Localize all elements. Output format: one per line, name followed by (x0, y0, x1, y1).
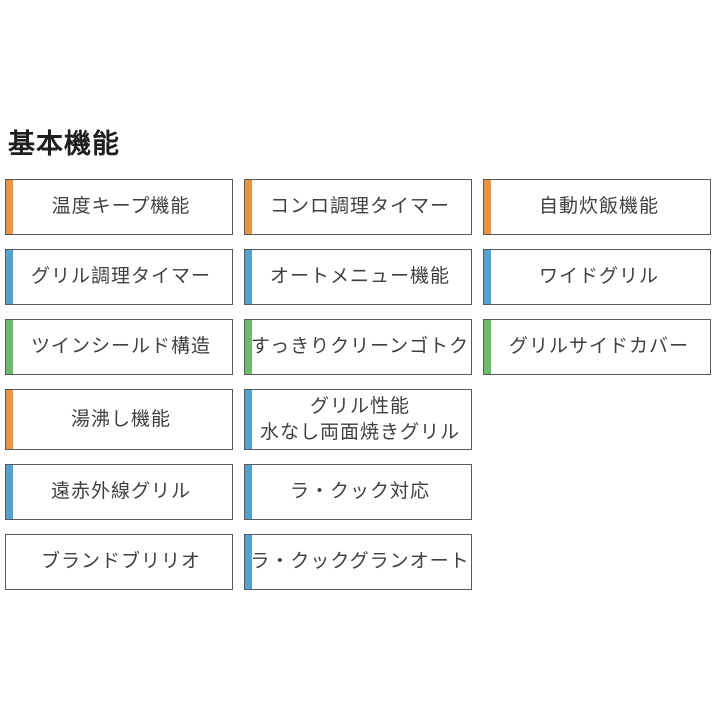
feature-label: ワイドグリル (538, 266, 659, 288)
feature-label: グリルサイドカバー (508, 336, 689, 358)
feature-badge: ラ・クックグランオート (244, 534, 472, 591)
accent-bar (6, 250, 13, 304)
accent-bar (245, 535, 252, 590)
feature-row: ツインシールド構造 すっきりクリーンゴトク グリルサイドカバー (5, 319, 712, 375)
feature-label: オートメニュー機能 (269, 266, 450, 288)
feature-label: コンロ調理タイマー (269, 196, 450, 218)
feature-badge: ワイドグリル (483, 249, 711, 305)
section-heading-basic-functions: 基本機能 (8, 129, 120, 159)
feature-label: ラ・クックグランオート (250, 551, 470, 573)
accent-bar (245, 320, 252, 374)
feature-label: 水なし両面焼きグリル (259, 421, 460, 443)
feature-badge: グリル調理タイマー (5, 249, 233, 305)
accent-bar (6, 465, 13, 520)
accent-bar (484, 180, 491, 234)
accent-bar (245, 465, 252, 520)
feature-label: グリル性能 (309, 396, 410, 417)
feature-label: 自動炊飯機能 (538, 196, 659, 218)
feature-label: ツインシールド構造 (30, 336, 211, 358)
feature-badge: ラ・クック対応 (244, 464, 472, 521)
feature-label: 温度キープ機能 (51, 196, 191, 218)
feature-badge: 遠赤外線グリル (5, 464, 233, 521)
feature-badge: 自動炊飯機能 (483, 179, 711, 235)
accent-bar (6, 535, 13, 589)
accent-bar (6, 180, 13, 234)
accent-bar (245, 390, 252, 450)
accent-bar (484, 250, 491, 304)
feature-label: 遠赤外線グリル (50, 481, 191, 503)
feature-row: ブランドブリリオ ラ・クックグランオート (5, 534, 712, 591)
feature-label: グリル調理タイマー (30, 266, 211, 288)
feature-badge: グリル性能水なし両面焼きグリル (244, 389, 472, 451)
feature-badge: グリルサイドカバー (483, 319, 711, 375)
accent-bar (245, 180, 252, 234)
feature-row: 温度キープ機能 コンロ調理タイマー 自動炊飯機能 (5, 179, 712, 235)
feature-badge: ブランドブリリオ (5, 534, 233, 591)
feature-badge: すっきりクリーンゴトク (244, 319, 472, 375)
feature-badge: オートメニュー機能 (244, 249, 472, 305)
accent-bar (6, 320, 13, 374)
feature-badge: ツインシールド構造 (5, 319, 233, 375)
feature-badge: 温度キープ機能 (5, 179, 233, 235)
feature-row: 湯沸し機能 グリル性能水なし両面焼きグリル (5, 389, 712, 451)
accent-bar (245, 250, 252, 304)
feature-grid: 温度キープ機能 コンロ調理タイマー 自動炊飯機能 グリル調理タイマー オートメニ… (5, 179, 712, 591)
feature-label: すっきりクリーンゴトク (250, 336, 470, 358)
accent-bar (484, 320, 491, 374)
accent-bar (6, 390, 13, 450)
feature-badge: コンロ調理タイマー (244, 179, 472, 235)
feature-badge: 湯沸し機能 (5, 389, 233, 451)
feature-label: ブランドブリリオ (40, 551, 201, 573)
feature-row: 遠赤外線グリル ラ・クック対応 (5, 464, 712, 521)
feature-row: グリル調理タイマー オートメニュー機能 ワイドグリル (5, 249, 712, 305)
feature-label: ラ・クック対応 (289, 481, 430, 503)
feature-label: 湯沸し機能 (70, 408, 171, 430)
